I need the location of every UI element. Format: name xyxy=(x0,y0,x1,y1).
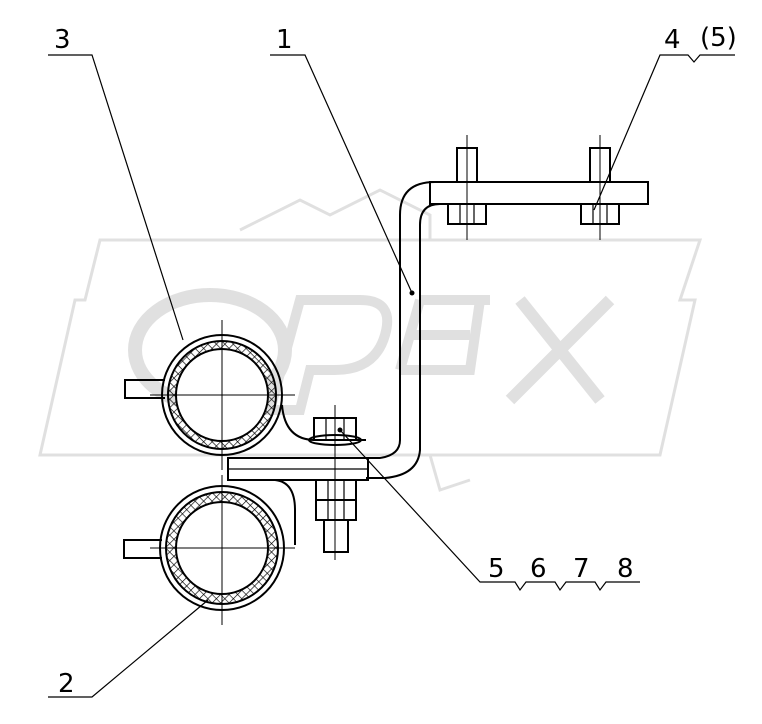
callout-2: 2 xyxy=(58,669,75,699)
bracket-bend-outer xyxy=(366,181,436,459)
middle-bolt xyxy=(308,405,362,560)
leader-4-5 xyxy=(593,54,735,211)
middle-plate xyxy=(227,457,369,481)
leader-5-8 xyxy=(339,429,640,592)
bracket-top-plate xyxy=(429,181,649,205)
callout-labels: 3 1 4 (5) 5 6 7 8 2 xyxy=(54,23,737,699)
top-bolt-left xyxy=(447,135,487,240)
callout-4-alt: (5) xyxy=(700,23,737,53)
bracket-bend-inner xyxy=(366,203,441,479)
callout-7: 7 xyxy=(573,554,590,584)
lower-pipe-clamp xyxy=(123,475,296,625)
callout-6: 6 xyxy=(530,554,547,584)
top-bolt-right xyxy=(580,135,620,240)
callout-8: 8 xyxy=(617,554,634,584)
watermark-logo xyxy=(38,188,703,492)
leader-3 xyxy=(48,54,184,341)
leader-1 xyxy=(270,54,413,294)
leader-2 xyxy=(48,599,209,698)
callout-1: 1 xyxy=(276,25,293,55)
callout-3: 3 xyxy=(54,25,71,55)
mounting-bracket xyxy=(366,181,649,479)
leader-lines xyxy=(48,54,735,698)
upper-pipe-clamp xyxy=(124,320,366,470)
callout-5: 5 xyxy=(488,554,505,584)
callout-4: 4 xyxy=(664,25,681,55)
